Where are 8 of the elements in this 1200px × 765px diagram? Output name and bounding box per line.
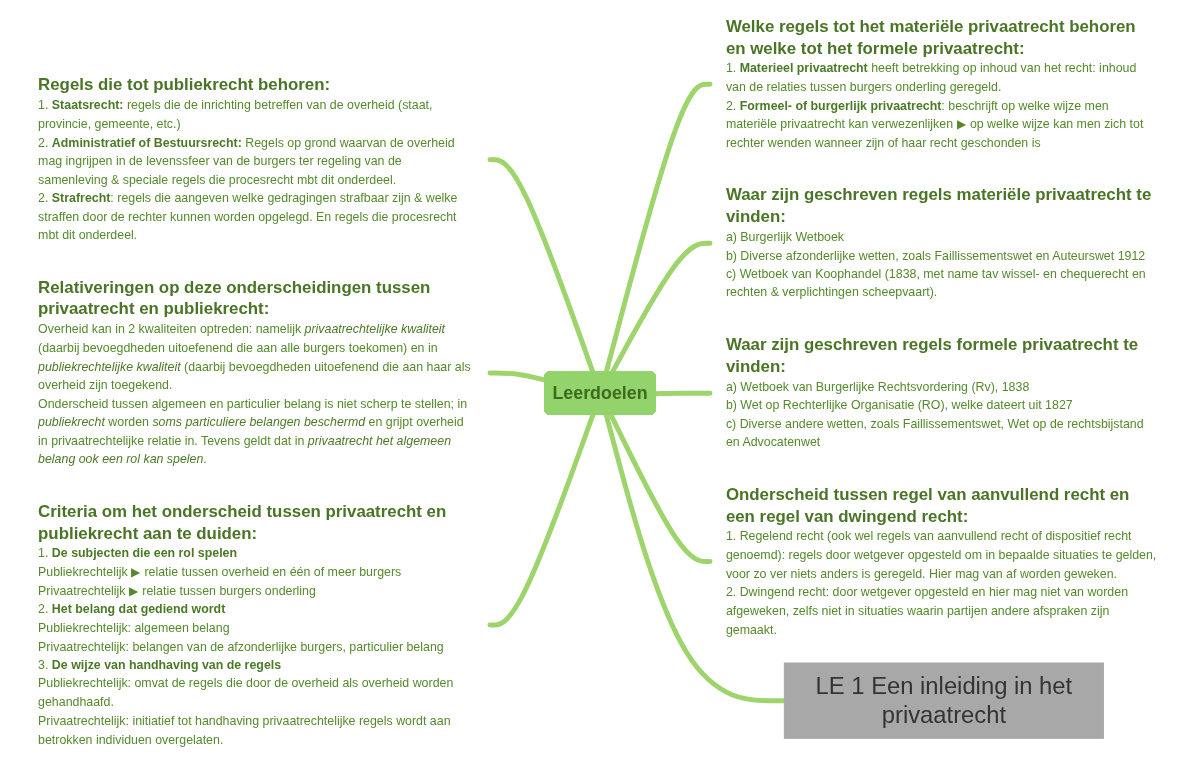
node-box: LE 1 Een inleiding in het privaatrecht xyxy=(783,662,1104,739)
node-text: Welke regels tot het materiële privaatrecht behoren en welke tot het formele privaatrecht: 1. Materieel privaatrecht heeft betrekking op inhoud van het recht: inhoud van de relaties tussen burgers onderling geregeld. 2. Formeel- of burgerlijk privaatrecht: beschrijft op welke wijze men materiële privaatrecht kan verwezenlijken ▶ op welke wijze kan men zich tot rechter wenden wanneer zijn of haar recht geschonden is xyxy=(725,16,1144,150)
node-text: Onderscheid tussen regel van aanvullend recht en een regel van dwingend recht: 1. Regelend recht (ook wel regels van aanvullend recht of dispositief recht genoemd): regels door wetgever opgesteld om in bepaalde situaties te gelden, voor zo ver niets anders is geregeld. Hier mag van af worden geweken. 2. Dwingend recht: door wetgever opgesteld en hier mag niet van worden afgeweken, zelfs niet in situaties waarin partijen andere afspraken zijn gemaakt. xyxy=(725,484,1157,637)
node-text: Relativeringen op deze onderscheidingen tussen privaatrecht en publiekrecht: Overheid kan in 2 kwaliteiten optreden: namelijk privaatrechtelijke kwaliteit (daarbij bevoegdheden uitoefenend die aan alle burgers toekomen) en in publiekrechtelijke kwaliteit (daarbij bevoegdheden uitoefenend die aan haar als overheid zijn toegekend. Onderscheid tussen algemeen en particulier belang is niet scherp te stellen; in publiekrecht worden soms particuliere belangen beschermd en grijpt overheid in privaatrechtelijke relatie in. Tevens geldt dat in privaatrecht het algemeen belang ook een rol kan spelen. xyxy=(38,277,471,467)
node-text: Waar zijn geschreven regels formele privaatrecht te vinden: a) Wetboek van Burgerlijke Rechtsvordering (Rv), 1838 b) Wet op Rechterlijke Organisatie (RO), welke dateert uit 1827 c) Diverse andere wetten, zoals Faillissementswet, Wet op de rechtsbijstand en Advocatenwet xyxy=(725,335,1144,450)
node-text: Regels die tot publiekrecht behoren: 1. Staatsrecht: regels die de inrichting betreffen van de overheid (staat, provincie, gemeente, etc.) 2. Administratief of Bestuursrecht: Regels op grond waarvan de overheid mag ingrijpen in de levenssfeer van de burgers ter regeling van de samenleving & speciale regels die procesrecht mbt dit onderdeel. 2. Strafrecht: regels die aangeven welke gedragingen strafbaar zijn & welke straffen door de rechter kunnen worden opgelegd. En regels die procesrecht mbt dit onderdeel. xyxy=(38,75,458,243)
node-text: Criteria om het onderscheid tussen privaatrecht en publiekrecht aan te duiden: 1. De subjecten die een rol spelen Publiekrechtelijk ▶ relatie tussen overheid en één of meer burgers Privaatrechtelijk ▶ relatie tussen burgers onderling 2. Het belang dat gediend wordt Publiekrechtelijk: algemeen belang Privaatrechtelijk: belangen van de afzonderlijke burgers, particulier belang 3. De wijze van handhaving van de regels Publiekrechtelijk: omvat de regels die door de overheid als overheid worden gehandhaafd. Privaatrechtelijk: initiatief tot handhaving privaatrechtelijke regels wordt aan betrokken individuen overgelaten. xyxy=(38,501,454,747)
node-text: Waar zijn geschreven regels materiële privaatrecht te vinden: a) Burgerlijk Wetboek b) Diverse afzonderlijke wetten, zoals Faillissementswet en Auteurswet 1912 c) Wetboek van Koophandel (1838, met name tav wissel- en chequerecht en rechten & verplichtingen scheepvaart). xyxy=(725,185,1152,300)
